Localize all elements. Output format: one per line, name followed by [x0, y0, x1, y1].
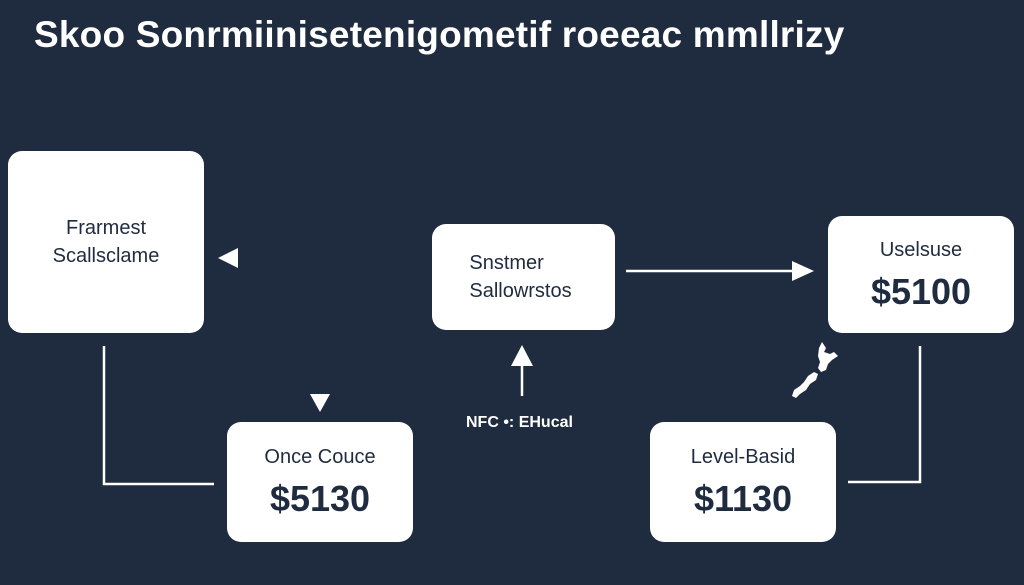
node-level-basid-label: Level-Basid [690, 446, 796, 468]
node-level-basid: Level-Basid $1130 [650, 422, 836, 542]
arrowhead-right [792, 261, 814, 281]
arrowhead-up [511, 345, 533, 366]
node-framest-line1: Frarmest [66, 217, 146, 239]
node-once-couce: Once Couce $5130 [227, 422, 413, 542]
arrowhead-left [218, 248, 238, 268]
node-framest-line2: Scallsclame [52, 245, 160, 267]
node-uselsuse: Uselsuse $5100 [828, 216, 1014, 333]
diagram-title: Skoo Sonrmiinisetenigometif roeeac mmllr… [34, 14, 845, 55]
node-once-couce-label: Once Couce [264, 446, 376, 468]
node-uselsuse-label: Uselsuse [879, 238, 963, 261]
node-once-couce-amount: $5130 [269, 478, 371, 519]
node-level-basid-amount: $1130 [693, 478, 793, 519]
connector-caption: NFC •: EHucal [466, 414, 573, 431]
node-uselsuse-amount: $5100 [870, 270, 972, 312]
node-snstmer: Snstmer Sallowrstos [432, 224, 615, 330]
connector-uselsuse-to-level [848, 346, 922, 484]
node-snstmer-line2: Sallowrstos [469, 280, 572, 302]
new-zealand-map-icon [792, 342, 838, 398]
node-framest: Frarmest Scallsclame [8, 151, 204, 333]
connector-framest-to-once [102, 346, 214, 486]
arrowhead-down [310, 394, 330, 412]
node-snstmer-line1: Snstmer [469, 252, 544, 274]
